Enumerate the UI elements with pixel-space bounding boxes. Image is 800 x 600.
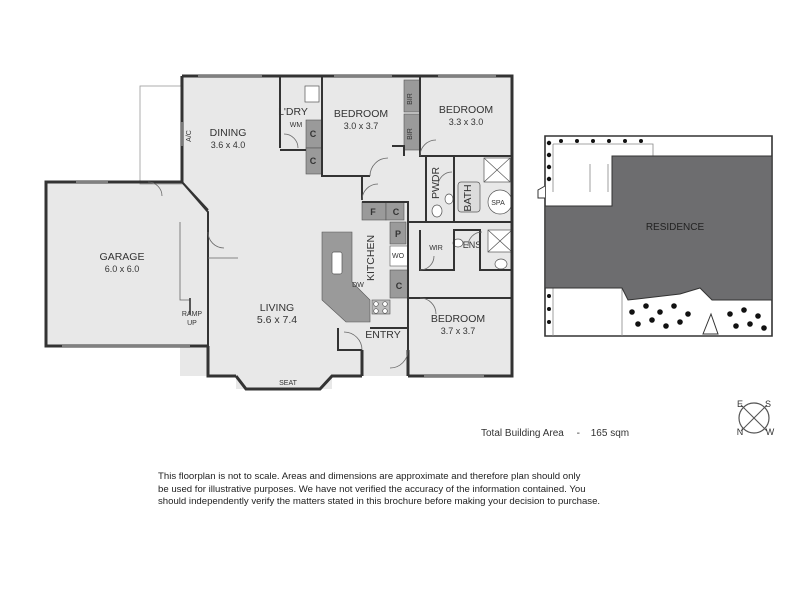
total-area-label: Total Building Area bbox=[481, 428, 564, 439]
sink-icon bbox=[331, 251, 343, 275]
disclaimer-line: should independently verify the matters … bbox=[158, 496, 601, 508]
aircon-label: A/C bbox=[186, 130, 193, 142]
total-area-separator: - bbox=[576, 428, 580, 439]
room-name-bedroom-1: BEDROOM bbox=[334, 108, 388, 120]
compass: E S N W bbox=[737, 399, 775, 437]
room-dims-bedroom-2: 3.3 x 3.0 bbox=[449, 117, 484, 127]
floor-fills bbox=[46, 76, 512, 389]
vanity-basin-icon bbox=[444, 193, 454, 205]
disclaimer-line: This floorplan is not to scale. Areas an… bbox=[158, 471, 581, 482]
dishwasher-label: DW bbox=[352, 282, 364, 289]
compass-west-label: W bbox=[766, 427, 775, 437]
site-plan: RESIDENCE bbox=[537, 135, 773, 337]
cooktop-burner-icon bbox=[373, 308, 379, 314]
room-dims-bedroom-3: 3.7 x 3.7 bbox=[441, 326, 476, 336]
washing-machine-label: WM bbox=[290, 122, 303, 129]
compass-ring bbox=[738, 402, 770, 434]
disclaimer-line: be used for illustrative purposes. We ha… bbox=[158, 483, 586, 495]
side-path bbox=[139, 85, 183, 185]
room-dims-living: 5.6 x 7.4 bbox=[257, 314, 297, 326]
room-name-living: LIVING bbox=[260, 302, 294, 314]
cooktop-burner-icon bbox=[382, 308, 388, 314]
fridge-label: F bbox=[370, 207, 376, 217]
room-dims-garage: 6.0 x 6.0 bbox=[105, 264, 140, 274]
cupboard-label: C bbox=[310, 129, 317, 139]
compass-needle bbox=[740, 404, 768, 432]
pantry-label: P bbox=[395, 229, 401, 239]
room-name-bedroom-3: BEDROOM bbox=[431, 313, 485, 325]
room-name-entry: ENTRY bbox=[365, 329, 400, 341]
fixture-details bbox=[304, 85, 513, 314]
ramp-up-label: UP bbox=[187, 320, 197, 327]
room-name-garage: GARAGE bbox=[100, 251, 145, 263]
room-labels: DINING 3.6 x 4.0 BEDROOM 3.0 x 3.7 BEDRO… bbox=[100, 93, 506, 387]
doors bbox=[147, 133, 483, 369]
room-name-bath: BATH bbox=[462, 184, 474, 211]
room-name-wir: WIR bbox=[429, 245, 443, 252]
bathtub-icon bbox=[457, 181, 481, 213]
total-area-row: Total Building Area - 165 sqm bbox=[481, 428, 629, 439]
cupboard-label: C bbox=[310, 156, 317, 166]
garden-dots bbox=[546, 139, 767, 331]
laundry-tub-icon bbox=[304, 85, 320, 103]
cooktop-burner-icon bbox=[373, 301, 379, 307]
total-area-value: 165 sqm bbox=[590, 428, 630, 439]
room-name-laundry: L'DRY bbox=[278, 106, 308, 118]
room-name-bedroom-2: BEDROOM bbox=[439, 104, 493, 116]
cooktop-burner-icon bbox=[382, 301, 388, 307]
room-dims-dining: 3.6 x 4.0 bbox=[211, 140, 246, 150]
compass-south-label: S bbox=[765, 399, 771, 409]
toilet-icon bbox=[431, 204, 443, 218]
compass-north-label: N bbox=[737, 427, 744, 437]
seat-label: SEAT bbox=[279, 380, 297, 387]
compass-east-label: E bbox=[737, 399, 743, 409]
walk-in-pantry-label: WO bbox=[392, 253, 405, 260]
room-name-dining: DINING bbox=[210, 127, 247, 139]
disclaimer: This floorplan is not to scale. Areas an… bbox=[158, 471, 678, 509]
robe-label: BIR bbox=[407, 93, 414, 105]
pantry bbox=[389, 221, 407, 245]
room-name-ensuite: ENS bbox=[463, 240, 482, 250]
windows bbox=[62, 75, 496, 377]
toilet-icon bbox=[494, 258, 508, 270]
residence-footprint bbox=[544, 155, 773, 301]
room-dims-bedroom-1: 3.0 x 3.7 bbox=[344, 121, 379, 131]
room-name-kitchen: KITCHEN bbox=[365, 235, 377, 281]
cupboard-label: C bbox=[393, 207, 400, 217]
robe-label: BIR bbox=[407, 128, 414, 140]
spa-label: SPA bbox=[491, 200, 505, 207]
cupboard-label: C bbox=[396, 281, 403, 291]
room-name-powder: PWDR bbox=[430, 167, 442, 199]
ramp-label: RAMP bbox=[182, 311, 203, 318]
residence-label: RESIDENCE bbox=[646, 222, 705, 233]
